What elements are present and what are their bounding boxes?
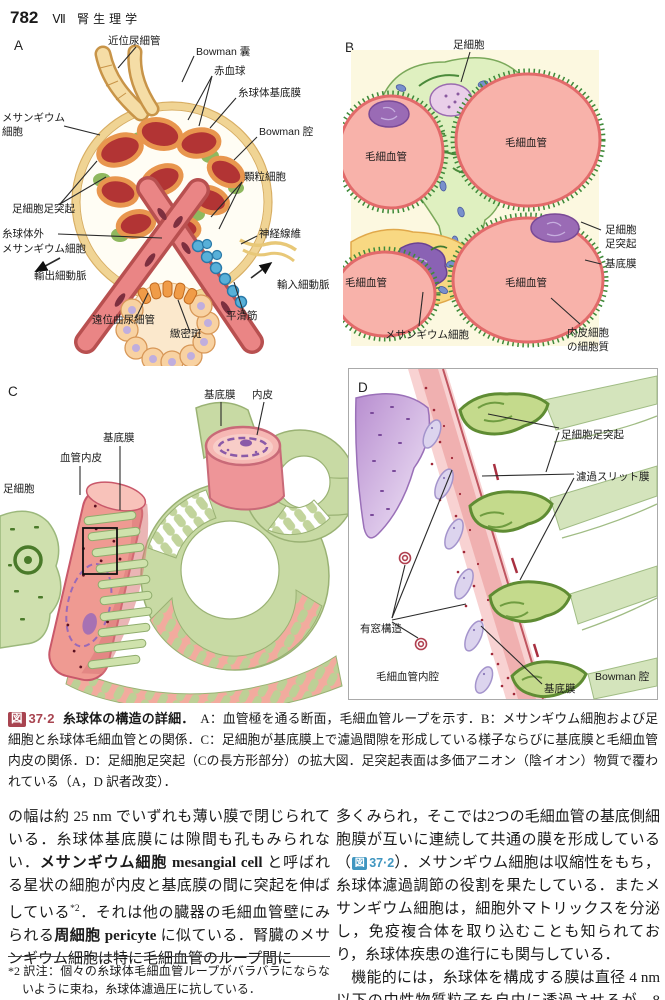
label-bowman-space: Bowman 腔 [259,125,314,138]
term-mesangial-cell: メサンギウム細胞 mesangial cell [39,855,268,871]
label-mesangial-2: 細胞 [2,125,23,138]
body-text: の幅は約 25 nm でいずれも薄い膜で閉じられている．糸球体基底膜には隙間も孔… [8,809,330,871]
footnote: *2 訳注：個々の糸球体毛細血管ループがバラバラにならないように束ね，糸球体濾過… [8,956,330,998]
body-text: に似ている．腎臓のメサンギウム細胞は特に毛細血管のループ間に [8,928,330,967]
label-extraglomerular-1: 糸球体外 [2,227,44,240]
figure-badge: 図 [8,712,26,727]
figure-caption-text: A：血管極を通る断面，毛細血管ループを示す．B：メサンギウム細胞および足細胞と糸… [8,712,658,789]
figure-title: 糸球体の構造の詳細． [62,711,195,726]
label-mesangial-1: メサンギウム [2,112,65,124]
label-extraglomerular-2: メサンギウム細胞 [2,242,86,255]
endothelium-shapes [354,393,494,694]
body-text: ）．メサンギウム細胞は収縮性をもち，糸球体濾過調節の役割を果たしている．またメサ… [336,855,660,963]
panel-a-illustration: A [2,34,330,374]
panel-d-leader-lines [391,413,575,685]
panel-d-letter: D [358,380,368,395]
panel-a-letter: A [14,38,23,53]
label-red-blood-cell: 赤血球 [214,64,246,77]
label-capillary-lumen: 毛細血管内腔 [376,670,439,683]
label-basement-membrane-top: 基底膜 [204,388,236,401]
label-endothelium: 内皮 [252,388,273,401]
label-endothelial-1: 内皮細胞 [567,326,609,339]
fenestration-symbols [398,551,428,651]
panel-c-illustration: C [0,384,357,713]
label-podocyte: 足細胞 [453,38,485,51]
body-text: ．それは他の臓器の毛細血管壁にみられる [8,905,330,944]
panel-d-illustration: D [348,368,658,700]
label-macula-densa: 緻密斑 [170,327,202,340]
label-distal-tubule: 遠位曲尿細管 [92,313,155,326]
granule-cells [191,238,248,309]
label-granule-cell: 顆粒細胞 [244,170,286,183]
podocyte-cell-body [0,510,62,649]
macula-densa-shape [137,280,198,305]
label-basement-membrane-d: 基底膜 [544,682,576,695]
figure-ref-badge[interactable]: 図 [352,857,368,870]
label-capillary-bl: 毛細血管 [345,276,387,289]
label-podocyte-fp-d: 足細胞足突起 [561,428,624,441]
label-proximal-tubule: 近位尿細管 [108,34,161,47]
foot-process-fingers [83,510,153,670]
body-text: と呼ばれる星状の細胞が内皮と基底膜の間に突起を伸ばしている [8,855,330,921]
label-filtration-slit: 濾過スリット膜 [576,470,650,483]
label-podocyte-c: 足細胞 [3,482,35,495]
page-number: 782 [10,8,39,27]
page-header: 782 Ⅶ 腎生理学 [10,8,141,28]
label-smooth-muscle: 平滑筋 [226,309,258,322]
zoom-region-rectangle [82,527,118,575]
panel-b-letter: B [345,40,354,55]
endothelial-nucleus-2 [530,213,580,243]
label-endothelial-2: の細胞質 [567,340,609,353]
panel-b-leader-lines [418,51,602,327]
nerve-fibers-shape [239,238,298,263]
body-column-left: の幅は約 25 nm でいずれも薄い膜で閉じられている．糸球体基底膜には隙間も孔… [8,806,330,971]
footnote-text: *2 訳注：個々の糸球体毛細血管ループがバラバラにならないように束ね，糸球体濾過… [8,964,330,996]
label-bowman-space-d: Bowman 腔 [595,670,650,683]
chapter-title: Ⅶ 腎生理学 [52,12,142,26]
panel-b-illustration: B [329,38,637,353]
footnote-marker: *2 [70,904,80,914]
label-capillary-tl: 毛細血管 [365,150,407,163]
capillary-cylinder-right [204,425,286,511]
label-foot-process-1: 足細胞 [605,223,637,236]
label-gbm: 糸球体基底膜 [238,86,301,99]
label-capillary-br: 毛細血管 [505,276,547,289]
label-basement-membrane: 基底膜 [605,257,637,270]
figure-panel-b: B [329,36,665,358]
proximal-tubule-shape [94,44,160,122]
panel-c-leader-lines [79,401,265,510]
label-vascular-endothelium: 血管内皮 [60,451,102,464]
label-efferent: 輸出細動脈 [34,269,87,282]
endothelial-nucleus [368,100,410,128]
label-afferent: 輸入細動脈 [277,278,330,291]
figure-number: 37·2 [28,711,55,726]
label-foot-process-2: 足突起 [605,237,637,250]
figure-panel-d: D [348,368,658,700]
label-nerve-fiber: 神経線維 [259,227,301,240]
label-bowman-capsule: Bowman 囊 [196,45,251,58]
body-column-right: 多くみられ，そこでは2つの毛細血管の基底側細胞膜が互いに連続して共通の膜を形成し… [336,806,660,1000]
label-podocyte-fp: 足細胞足突起 [12,202,75,215]
term-pericyte: 周細胞 pericyte [54,928,161,944]
figure-ref-number[interactable]: 37·2 [369,856,395,870]
figure-panel-c: C [0,368,357,713]
foot-process-shapes [458,375,658,700]
figure-panel-a: A [0,30,340,374]
body-paragraph-2: 機能的には，糸球体を構成する膜は直径 4 nm 以下の中性物質粒子を自由に透過さ… [336,970,660,1000]
label-fenestration: 有窓構造 [360,622,402,635]
panel-c-letter: C [8,384,18,399]
arterioles [74,176,264,354]
label-capillary-tr: 毛細血管 [505,136,547,149]
label-mesangial-cell: メサンギウム細胞 [385,328,469,341]
body-text: 多くみられ，そこでは2つの毛細血管の基底側細胞膜が互いに連続して共通の膜を形成し… [336,809,660,871]
panel-a-leader-lines [34,46,273,333]
label-basement-membrane-mid: 基底膜 [103,431,135,444]
